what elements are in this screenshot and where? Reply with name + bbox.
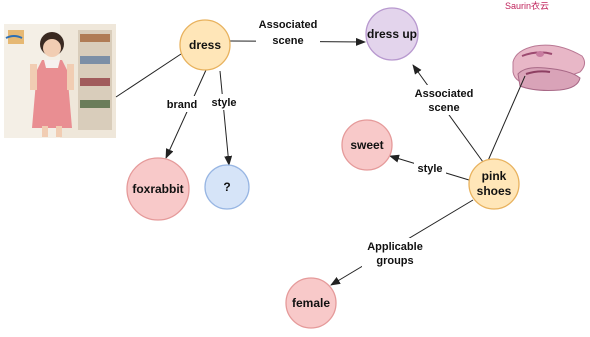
node-dress[interactable]: dress	[179, 19, 231, 71]
node-dress-up-label: dress up	[367, 27, 417, 41]
brand-mark: Saurin衣云	[505, 0, 549, 11]
edge-dress-style	[219, 70, 233, 166]
node-sweet[interactable]: sweet	[341, 119, 393, 171]
girl-in-dress-photo	[4, 24, 116, 138]
edge-label-shoes-style: style	[417, 163, 442, 175]
edge-label-shoes-associated-scene-line2: scene	[428, 102, 459, 114]
node-pink-shoes[interactable]: pink shoes	[468, 158, 520, 210]
node-foxrabbit-label: foxrabbit	[132, 182, 183, 196]
edge-dress-brand	[165, 69, 207, 159]
edge-label-dress-style: style	[211, 97, 236, 109]
edge-label-dress-associated-scene-line2: scene	[272, 35, 303, 47]
node-dress-up[interactable]: dress up	[365, 7, 419, 61]
node-pink-shoes-label-line2: shoes	[477, 184, 512, 198]
node-female[interactable]: female	[285, 277, 337, 329]
node-pink-shoes-label-line1: pink	[482, 169, 507, 183]
edge-label-applicable-groups-line2: groups	[376, 255, 413, 267]
edge-photo-to-dress	[115, 53, 182, 98]
edge-label-dress-associated-scene-line1: Associated	[259, 19, 318, 31]
edge-label-dress-brand: brand	[167, 99, 198, 111]
edge-label-shoes-associated-scene-line1: Associated	[415, 88, 474, 100]
node-foxrabbit[interactable]: foxrabbit	[126, 157, 190, 221]
node-unknown-style[interactable]: ?	[204, 164, 250, 210]
edge-photo-to-pink-shoes	[486, 75, 526, 164]
pink-shoes-photo	[512, 44, 586, 91]
edge-label-applicable-groups-line1: Applicable	[367, 241, 423, 253]
node-sweet-label: sweet	[350, 138, 383, 152]
node-dress-label: dress	[189, 38, 221, 52]
node-female-label: female	[292, 296, 330, 310]
node-unknown-style-label: ?	[223, 180, 230, 194]
